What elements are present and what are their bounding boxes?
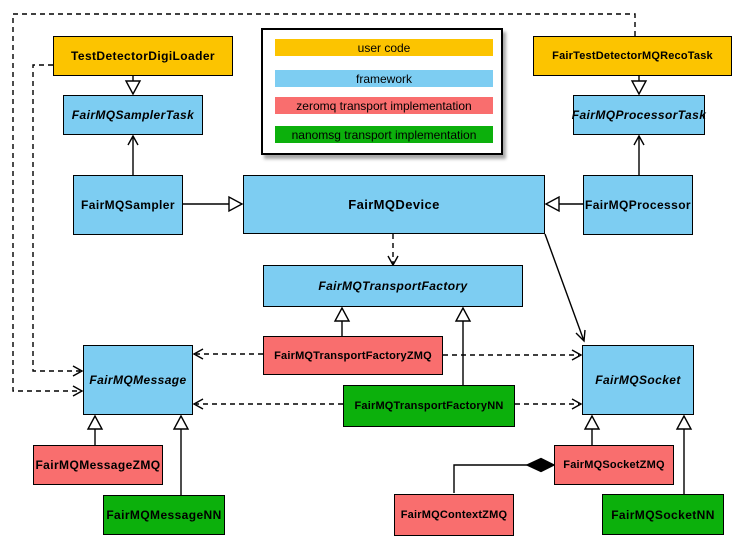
class-fairmqtransportfactory: FairMQTransportFactory	[263, 265, 523, 307]
legend-item-framework: framework	[275, 70, 493, 87]
edge-inheritance-sampler-device	[183, 195, 244, 213]
edge-dependency-tfzmq-message	[192, 348, 263, 360]
edge-inheritance-processor-device	[544, 195, 583, 213]
class-fairmqmessagezmq: FairMQMessageZMQ	[33, 445, 163, 485]
edge-inheritance-socketzmq-socket	[583, 414, 601, 445]
edge-inheritance-messagenn-message	[172, 414, 190, 495]
edge-composition-contextzmq-socketzmq	[453, 457, 556, 493]
class-fairtestdetectormqrecotask: FairTestDetectorMQRecoTask	[533, 36, 732, 76]
class-fairmqtransportfactoryzmq: FairMQTransportFactoryZMQ	[263, 336, 443, 375]
class-fairmqdevice: FairMQDevice	[243, 175, 545, 234]
edge-inheritance-recotask-processortask	[630, 76, 648, 96]
edge-association-device-socket	[544, 233, 586, 343]
edge-association-processor-processortask	[633, 134, 645, 175]
class-fairmqprocessor: FairMQProcessor	[583, 175, 693, 235]
edge-dependency-device-transportfactory	[387, 234, 399, 267]
class-fairmqprocessortask: FairMQProcessorTask	[572, 95, 706, 135]
edge-inheritance-digiloader-samplertask	[124, 76, 142, 96]
class-fairmqmessagenn: FairMQMessageNN	[103, 495, 225, 535]
edge-inheritance-messagezmq-message	[86, 414, 104, 445]
class-fairmqtransportfactorynn: FairMQTransportFactoryNN	[343, 385, 515, 427]
legend: user code framework zeromq transport imp…	[261, 28, 503, 155]
legend-item-nanomsg: nanomsg transport implementation	[275, 126, 493, 143]
edge-dependency-recotask-message	[12, 13, 636, 397]
edge-dependency-tfnn-socket	[515, 398, 583, 410]
legend-item-user-code: user code	[275, 39, 493, 56]
edge-inheritance-socketnn-socket	[675, 414, 693, 494]
class-testdetectordigiloader: TestDetectorDigiLoader	[53, 36, 233, 76]
legend-item-zeromq: zeromq transport implementation	[275, 97, 493, 114]
class-fairmqsamplertask: FairMQSamplerTask	[63, 95, 203, 135]
edge-dependency-tfzmq-socket	[443, 349, 583, 361]
class-fairmqsocketzmq: FairMQSocketZMQ	[554, 445, 674, 485]
class-fairmqmessage: FairMQMessage	[83, 345, 193, 415]
edge-inheritance-tfzmq-transportfactory	[333, 306, 351, 336]
class-fairmqcontextzmq: FairMQContextZMQ	[394, 494, 514, 536]
class-fairmqsampler: FairMQSampler	[73, 175, 183, 235]
edge-dependency-digiloader-message	[32, 64, 84, 377]
edge-inheritance-tfnn-transportfactory	[454, 306, 472, 385]
class-fairmqsocketnn: FairMQSocketNN	[602, 494, 724, 535]
edge-association-sampler-samplertask	[127, 134, 139, 175]
class-fairmqsocket: FairMQSocket	[582, 345, 694, 415]
edge-dependency-tfnn-message	[192, 398, 343, 410]
